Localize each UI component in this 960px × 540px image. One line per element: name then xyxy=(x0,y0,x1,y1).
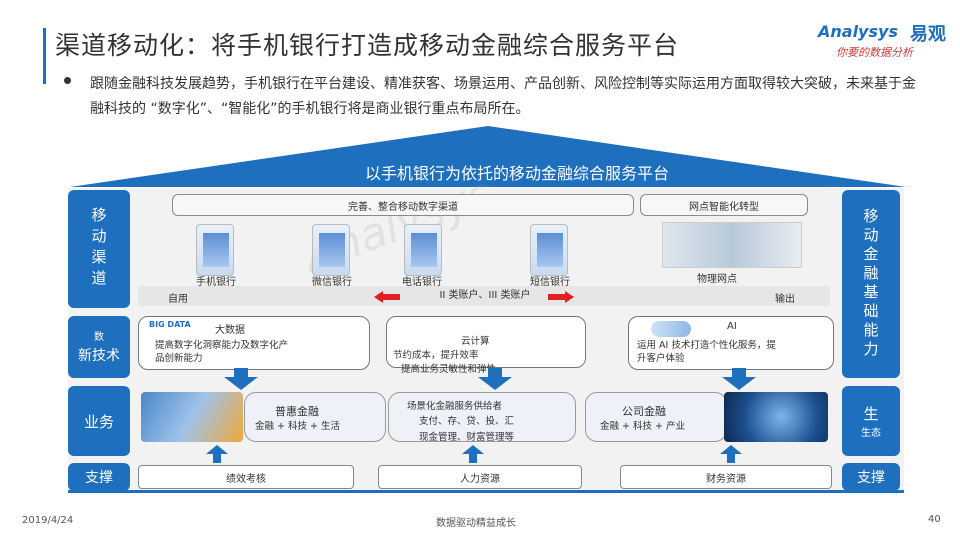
channel-sms-banking: 短信银行 xyxy=(530,277,570,288)
biz-inclusive-title: 普惠金融 xyxy=(275,405,319,418)
tech-big-data-desc: 提高数字化洞察能力及数字化产品创新能力 xyxy=(155,340,289,364)
tech-ai-box: AI 运用 AI 技术打造个性化服务，提升客户体验 xyxy=(628,316,834,370)
col-label-ecosystem: 生 生态 xyxy=(842,386,900,456)
blue-down-arrow-icon xyxy=(478,368,512,390)
row-label-business: 业务 xyxy=(68,386,130,456)
support-performance: 绩效考核 xyxy=(226,473,266,485)
ecosystem-sub: 生态 xyxy=(861,428,881,439)
strip-output: 输出 xyxy=(775,294,795,305)
sms-banking-phone-icon xyxy=(530,224,568,276)
row-label-tech: 新技术 xyxy=(78,348,120,364)
channel-mobile-banking: 手机银行 xyxy=(196,277,236,288)
branch-photo-image xyxy=(662,222,802,268)
corporate-finance-globe-image xyxy=(724,392,828,442)
page-title: 渠道移动化：将手机银行打造成移动金融综合服务平台 xyxy=(55,31,680,60)
body-paragraph: 跟随金融科技发展趋势，手机银行在平台建设、精准获客、场景运用、产品创新、风险控制… xyxy=(90,76,916,117)
logo-cn: 易观 xyxy=(910,24,946,45)
channel-wechat-banking: 微信银行 xyxy=(312,277,352,288)
support-performance-box: 绩效考核 xyxy=(138,465,354,489)
strip-self-use: 自用 xyxy=(168,294,188,305)
tech-ai-desc: 运用 AI 技术打造个性化服务，提升客户体验 xyxy=(637,340,776,364)
footer-page-number: 40 xyxy=(928,514,941,525)
red-right-arrow-icon xyxy=(548,291,574,303)
support-finance: 财务资源 xyxy=(706,473,746,485)
support-finance-box: 财务资源 xyxy=(620,465,832,489)
strip-account-types: II 类账户、III 类账户 xyxy=(439,290,531,301)
biz-scene-desc1: 支付、存、贷、投、汇 xyxy=(419,416,515,427)
roof-triangle xyxy=(70,126,906,187)
blue-down-arrow-icon xyxy=(722,368,756,390)
roof-title: 以手机银行为依托的移动金融综合服务平台 xyxy=(365,164,670,183)
blue-up-arrow-icon xyxy=(206,445,228,463)
biz-scene-desc2: 现金管理、财富管理等 xyxy=(419,432,515,443)
biz-scene-title: 场景化金融服务供给者 xyxy=(407,401,503,412)
biz-inclusive-finance-box: 普惠金融 金融 + 科技 + 生活 xyxy=(244,392,386,442)
analysys-logo: Analysys 易观 你要的数据分析 xyxy=(818,18,948,62)
biz-corp-desc: 金融 + 科技 + 产业 xyxy=(600,421,685,432)
biz-corporate-finance-box: 公司金融 金融 + 科技 + 产业 xyxy=(585,392,727,442)
blue-up-arrow-icon xyxy=(462,445,484,463)
row-label-mobile-channel: 移动渠道 xyxy=(68,190,130,308)
support-hr: 人力资源 xyxy=(460,473,500,485)
logo-en: Analysys xyxy=(818,22,898,41)
phone-banking-phone-icon xyxy=(404,224,442,276)
tech-cloud-b2: 提高业务灵敏性和弹性 xyxy=(401,364,497,375)
col-label-mobile-finance-capability: 移动金融基础能力 xyxy=(842,190,900,378)
digital-channel-label: 完善、整合移动数字渠道 xyxy=(172,194,634,216)
row-label-support: 支撑 xyxy=(68,463,130,491)
big-data-badge-icon: BIG DATA xyxy=(149,320,191,329)
col-label-support: 支撑 xyxy=(842,463,900,491)
channel-phone-banking: 电话银行 xyxy=(402,277,442,288)
title-accent-bar xyxy=(43,28,46,84)
account-strip xyxy=(138,286,830,306)
tech-ai-title: AI xyxy=(727,321,737,332)
ai-hands-image xyxy=(651,321,691,337)
tech-cloud-title: 云计算 xyxy=(461,336,490,347)
channel-physical-branch: 物理网点 xyxy=(697,274,737,285)
tech-big-data-box: BIG DATA 大数据 提高数字化洞察能力及数字化产品创新能力 xyxy=(138,316,370,370)
row-label-new-tech: 数 新技术 xyxy=(68,316,130,378)
ecosystem-main: 生 xyxy=(863,405,879,423)
bullet-dot-icon xyxy=(64,77,71,84)
biz-inclusive-desc: 金融 + 科技 + 生活 xyxy=(255,421,340,432)
tech-cloud-box: 云计算 节约成本，提升效率 提高业务灵敏性和弹性 xyxy=(386,316,586,375)
branch-transform-label: 网点智能化转型 xyxy=(640,194,808,216)
footer-date: 2019/4/24 xyxy=(22,515,74,526)
tech-big-data-title: 大数据 xyxy=(215,325,245,336)
mobile-banking-phone-icon xyxy=(196,224,234,276)
logo-slogan: 你要的数据分析 xyxy=(836,46,913,59)
tech-cloud-b1: 节约成本，提升效率 xyxy=(393,350,479,361)
red-left-arrow-icon xyxy=(374,291,400,303)
blue-down-arrow-icon xyxy=(224,368,258,390)
inclusive-finance-image xyxy=(141,392,243,442)
row-label-tech-top: 数 xyxy=(94,332,104,343)
biz-scene-finance-box: 场景化金融服务供给者 支付、存、贷、投、汇 现金管理、财富管理等 xyxy=(388,392,576,443)
footer-slogan: 数据驱动精益成长 xyxy=(436,518,516,529)
biz-corp-title: 公司金融 xyxy=(622,405,666,418)
support-hr-box: 人力资源 xyxy=(378,465,582,489)
blue-up-arrow-icon xyxy=(720,445,742,463)
wechat-banking-phone-icon xyxy=(312,224,350,276)
